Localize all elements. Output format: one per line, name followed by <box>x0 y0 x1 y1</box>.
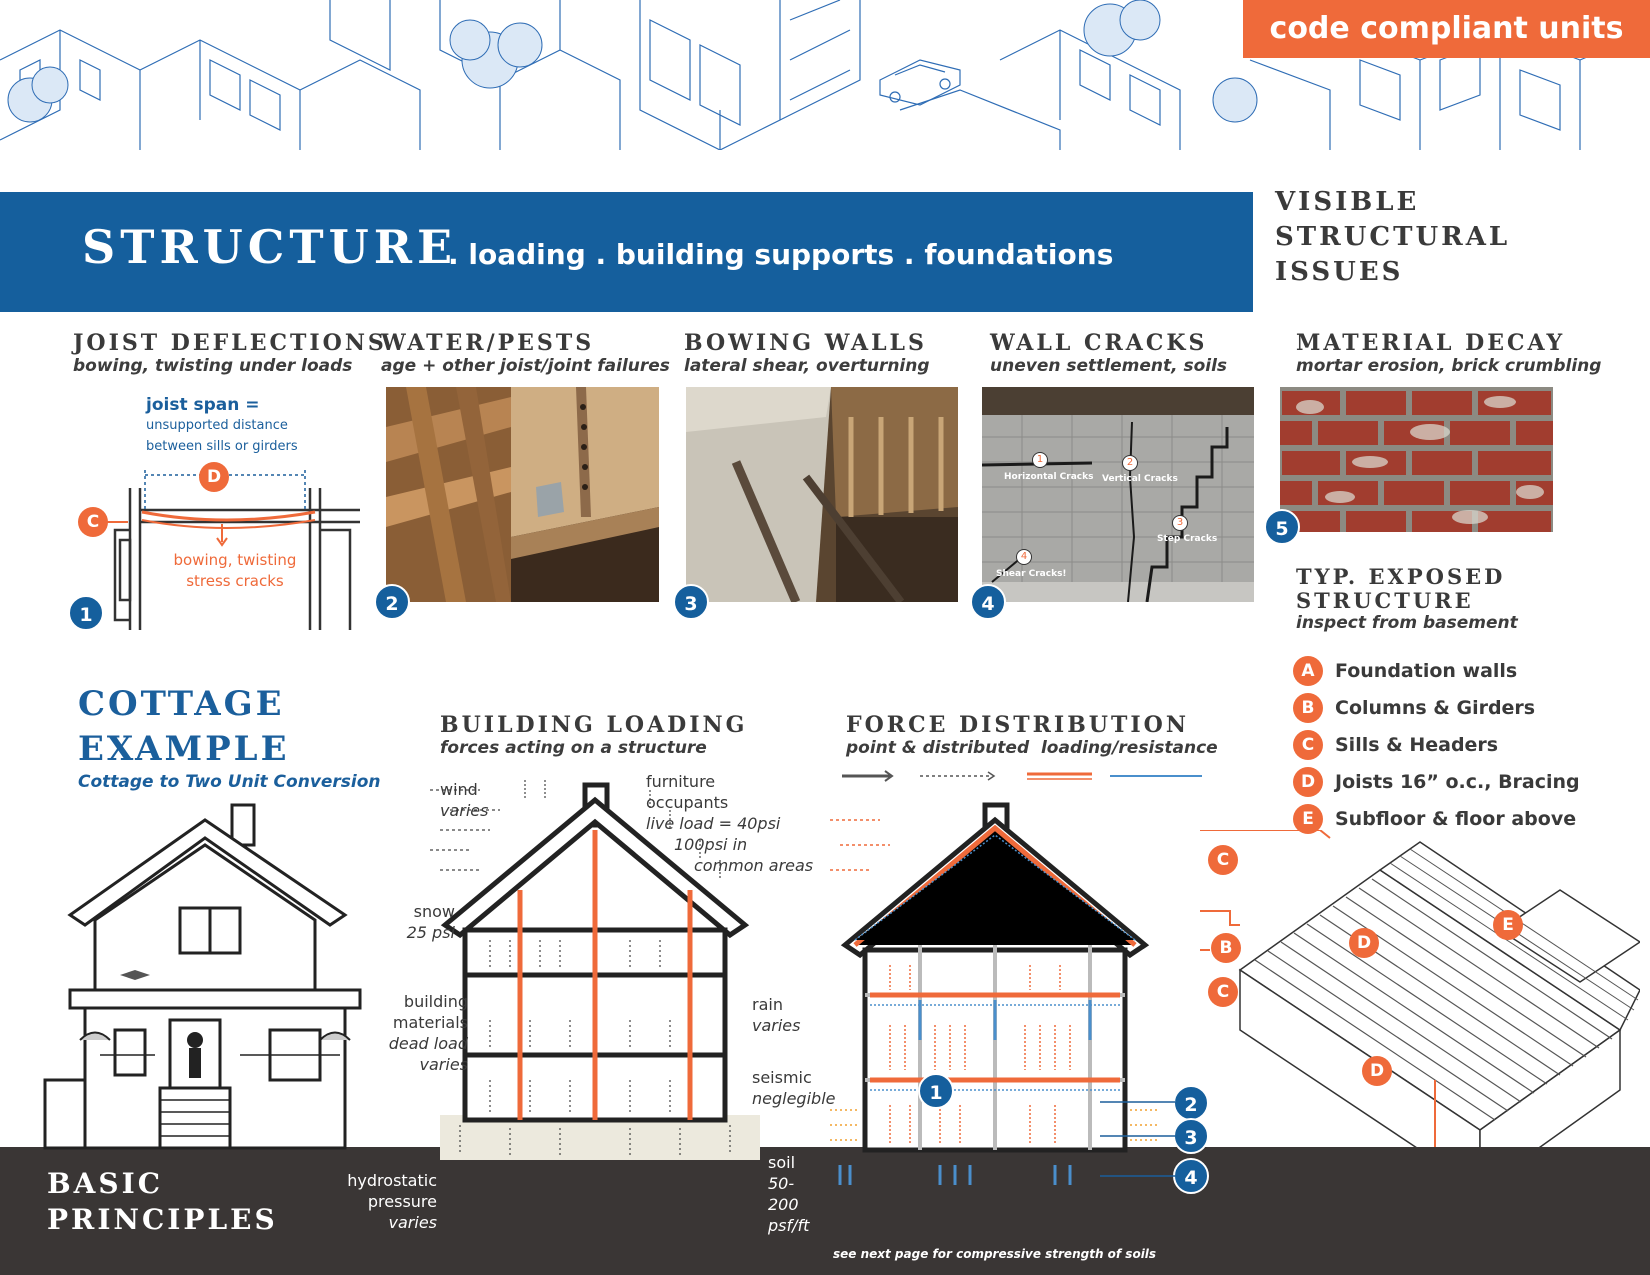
exposed-structure-heading: TYP. EXPOSED STRUCTURE inspect from base… <box>1296 564 1518 634</box>
force-distribution-section-diagram <box>830 802 1160 1185</box>
building-loading-section-diagram <box>430 780 760 1160</box>
crack-label-step: Step Cracks <box>1157 534 1218 544</box>
crack-label-horizontal: Horizontal Cracks <box>1004 472 1094 482</box>
page-subtitle: . loading . building supports . foundati… <box>448 238 1114 271</box>
iso-label-d-mid: D <box>1362 1056 1392 1086</box>
issue-badge-3: 3 <box>673 584 709 620</box>
joist-deflection-diagram <box>90 470 360 630</box>
soils-footnote: see next page for compressive strength o… <box>833 1247 1157 1261</box>
crack-marker-1: 1 <box>1032 452 1048 468</box>
seismic-load-label: seismic neglegible <box>752 1068 836 1108</box>
issue-badge-5: 5 <box>1264 509 1300 545</box>
code-compliant-units-badge: code compliant units <box>1243 0 1650 58</box>
visible-issues-title: VISIBLE STRUCTURAL ISSUES <box>1275 187 1511 287</box>
issue-badge-1: 1 <box>68 595 104 631</box>
wall-cracks-photo: 1 Horizontal Cracks 2 Vertical Cracks 3 … <box>982 387 1254 602</box>
wind-load-label: wind varies <box>440 780 489 820</box>
crack-marker-3: 3 <box>1172 515 1188 531</box>
legend-item-sills-headers: C Sills & Headers <box>1293 729 1580 761</box>
water-pests-photo <box>386 387 659 602</box>
stress-cracks-label: bowing, twisting stress cracks <box>173 551 297 590</box>
cottage-example-heading: COTTAGE EXAMPLE Cottage to Two Unit Conv… <box>78 684 381 792</box>
crack-marker-2: 2 <box>1122 455 1138 471</box>
ground-band <box>0 1147 1650 1275</box>
force-badge-1: 1 <box>918 1073 954 1109</box>
force-legend-lines <box>842 770 1202 782</box>
force-leader-lines <box>1100 1101 1175 1177</box>
material-decay-photo <box>1280 387 1553 532</box>
issue-joist-deflections: JOIST DEFLECTIONS bowing, twisting under… <box>73 330 387 376</box>
issue-wall-cracks: WALL CRACKS uneven settlement, soils <box>990 330 1228 376</box>
joist-label-c: C <box>78 507 108 537</box>
issue-badge-2: 2 <box>374 584 410 620</box>
basic-principles-title: BASIC PRINCIPLES <box>47 1167 278 1236</box>
live-load-label: furniture occupants live load = 40psi 10… <box>646 772 814 875</box>
iso-label-c-top: C <box>1208 845 1238 875</box>
joist-label-d: D <box>199 462 229 492</box>
exposed-structure-legend: A Foundation walls B Columns & Girders C… <box>1293 655 1580 835</box>
iso-label-b: B <box>1211 933 1241 963</box>
legend-item-joists-bracing: D Joists 16” o.c., Bracing <box>1293 766 1580 798</box>
dead-load-label: building materials dead load varies <box>388 992 468 1074</box>
isometric-city-illustration <box>0 0 1650 150</box>
bowing-walls-photo <box>686 387 958 602</box>
legend-item-subfloor: E Subfloor & floor above <box>1293 803 1580 835</box>
issue-badge-4: 4 <box>970 584 1006 620</box>
legend-item-foundation-walls: A Foundation walls <box>1293 655 1580 687</box>
issue-material-decay: MATERIAL DECAY mortar erosion, brick cru… <box>1296 330 1602 376</box>
soil-pressure-label: soil 50- 200 psf/ft <box>768 1153 810 1235</box>
issue-water-pests: WATER/PESTS age + other joist/joint fail… <box>381 330 670 376</box>
force-badge-3: 3 <box>1173 1118 1209 1154</box>
hydrostatic-pressure-label: hydrostatic pressure varies <box>347 1171 437 1232</box>
crack-label-vertical: Vertical Cracks <box>1102 474 1178 484</box>
iso-label-e: E <box>1493 910 1523 940</box>
title-band: STRUCTURE . loading . building supports … <box>0 192 1253 312</box>
crack-label-shear: Shear Cracks! <box>996 569 1067 579</box>
iso-label-c-low: C <box>1208 977 1238 1007</box>
rain-load-label: rain varies <box>752 995 801 1035</box>
crack-marker-4: 4 <box>1016 549 1032 565</box>
page-title: STRUCTURE <box>82 220 458 274</box>
force-distribution-heading: FORCE DISTRIBUTION point & distributed l… <box>846 712 1218 758</box>
iso-label-d-top: D <box>1349 928 1379 958</box>
building-loading-heading: BUILDING LOADING forces acting on a stru… <box>440 712 748 758</box>
legend-item-columns-girders: B Columns & Girders <box>1293 692 1580 724</box>
joist-span-definition: joist span = unsupported distance betwee… <box>146 395 298 454</box>
cottage-illustration <box>43 803 362 1150</box>
snow-load-label: snow 25 psi <box>406 902 455 942</box>
issue-bowing-walls: BOWING WALLS lateral shear, overturning <box>684 330 930 376</box>
